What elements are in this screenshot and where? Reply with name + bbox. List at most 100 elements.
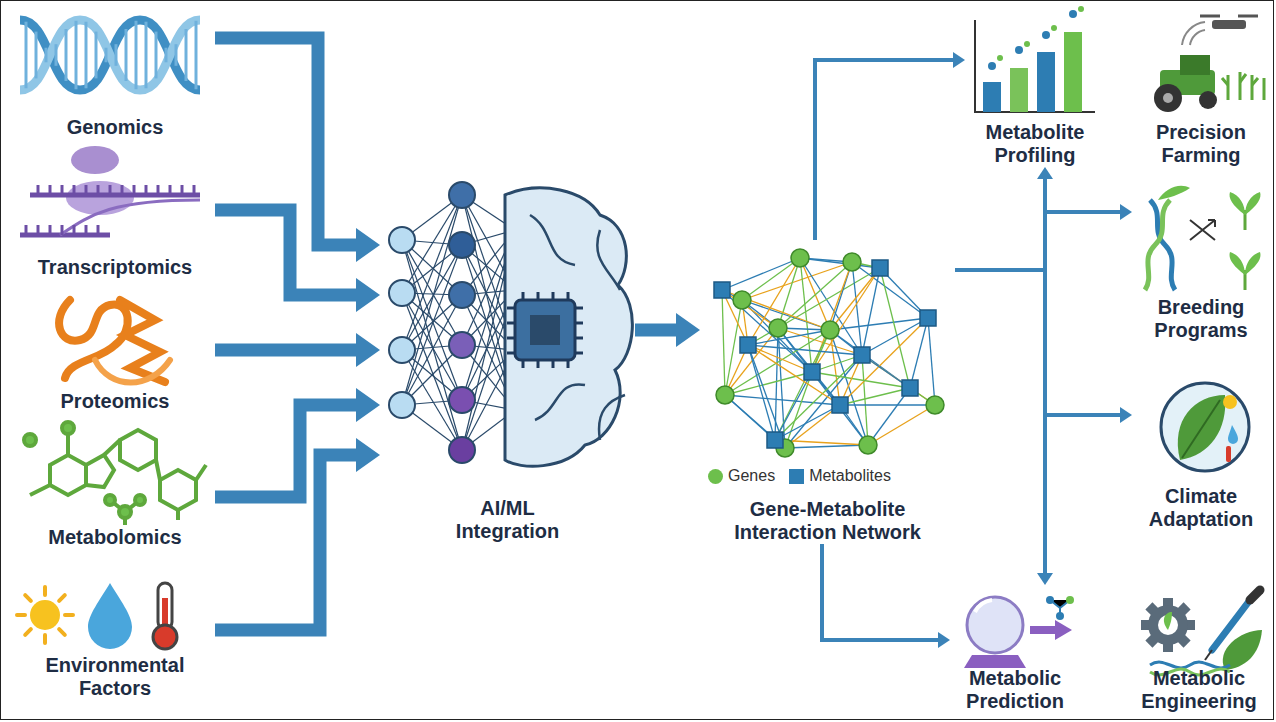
- gene-dot: [733, 291, 751, 309]
- interaction-network-icon: [714, 249, 944, 457]
- gene-dot: [843, 253, 861, 271]
- net-neuron: [389, 227, 415, 253]
- sun-ray: [59, 595, 65, 601]
- legend-label: Metabolites: [809, 467, 891, 485]
- icon-node: Environmental Factors: [15, 572, 215, 700]
- network-link: [748, 345, 775, 440]
- dna-rung: [165, 48, 168, 63]
- chip-pin: [507, 322, 515, 325]
- network-link: [722, 290, 812, 372]
- icon-node: Transcriptomics: [15, 150, 215, 279]
- icon-node: Metabolomics: [15, 420, 215, 549]
- icon-node: Precision Farming: [1132, 5, 1270, 167]
- gene-dot: [859, 436, 877, 454]
- environment-icons: [17, 583, 177, 649]
- net-neuron: [449, 232, 475, 258]
- connector-line: [215, 455, 357, 630]
- chip-pin: [552, 292, 555, 300]
- metabolite-square: [767, 432, 783, 448]
- sun-ray: [25, 629, 31, 635]
- flow-arrow: [215, 333, 380, 367]
- arrow-head: [356, 278, 380, 312]
- connector-line: [822, 544, 939, 640]
- dna-rung: [105, 48, 108, 63]
- net-link: [402, 195, 462, 350]
- connector-line: [215, 210, 357, 295]
- net-link: [402, 240, 462, 400]
- network-link: [725, 395, 840, 405]
- legend-swatch: [789, 469, 804, 484]
- sun-ray: [65, 613, 73, 617]
- arrow-head: [356, 228, 380, 262]
- legend: Genes Metabolites: [708, 467, 905, 485]
- connector-line: [955, 212, 1121, 270]
- network-link: [725, 328, 778, 395]
- legend-item: Metabolites: [789, 467, 891, 485]
- metabolite-square: [854, 347, 870, 363]
- base-tick: [109, 185, 112, 195]
- net-neuron: [389, 392, 415, 418]
- metabolite-square: [902, 380, 918, 396]
- network-link: [785, 445, 868, 448]
- transcription-icon: [20, 146, 200, 235]
- base-tick: [97, 185, 100, 195]
- dna-rung: [75, 21, 78, 89]
- metabolite-square: [872, 260, 888, 276]
- connector-line: [635, 324, 677, 337]
- legend-swatch: [708, 469, 723, 484]
- network-link: [748, 345, 862, 355]
- sun-ray: [25, 595, 31, 601]
- node-label: Proteomics: [15, 390, 215, 413]
- metabolite-square: [740, 337, 756, 353]
- base-tick: [85, 225, 88, 235]
- base-tick: [133, 185, 136, 195]
- chip-pin: [537, 292, 540, 300]
- chip-pin: [575, 337, 583, 340]
- chip-pin: [575, 322, 583, 325]
- node-label: Metabolomics: [15, 526, 215, 549]
- network-link: [830, 268, 880, 330]
- dna-rung: [145, 22, 148, 89]
- net-neuron: [449, 437, 475, 463]
- dna-rung: [185, 29, 188, 81]
- node-label: Metabolic Prediction: [950, 667, 1080, 713]
- network-link: [748, 345, 812, 372]
- base-tick: [37, 185, 40, 195]
- network-link: [840, 404, 935, 405]
- neural-network-icon: [389, 182, 632, 466]
- flow-arrow: [955, 204, 1132, 270]
- metabolite-square: [804, 364, 820, 380]
- base-tick: [181, 185, 184, 195]
- base-tick: [73, 185, 76, 195]
- chip-pin: [507, 307, 515, 310]
- node-label: Gene-Metabolite Interaction Network: [700, 498, 955, 544]
- icon-node: Climate Adaptation: [1132, 375, 1270, 531]
- base-tick: [145, 185, 148, 195]
- chip-pin: [575, 307, 583, 310]
- net-neuron: [449, 332, 475, 358]
- chip-pin: [567, 292, 570, 300]
- chip-pin: [522, 360, 525, 368]
- sun-ray: [17, 613, 25, 617]
- icon-node: Breeding Programs: [1132, 180, 1270, 342]
- node-label: Metabolic Engineering: [1128, 667, 1270, 713]
- network-link: [725, 372, 812, 395]
- gene-dot: [769, 319, 787, 337]
- base-tick: [61, 225, 64, 235]
- network-link: [748, 345, 840, 405]
- arrow-head: [1120, 407, 1132, 423]
- connector-line: [955, 270, 1045, 574]
- network-link: [722, 258, 800, 290]
- dna-rung: [45, 48, 48, 63]
- dna-icon: [20, 20, 200, 90]
- bar-chart-icon: [975, 6, 1095, 112]
- legend-label: Genes: [728, 467, 775, 485]
- arrow-head: [356, 438, 380, 472]
- sun-ray: [43, 635, 47, 643]
- net-link: [402, 245, 462, 405]
- chip-pin: [507, 352, 515, 355]
- icon-node: Proteomics: [15, 290, 215, 413]
- chip-pin: [507, 337, 515, 340]
